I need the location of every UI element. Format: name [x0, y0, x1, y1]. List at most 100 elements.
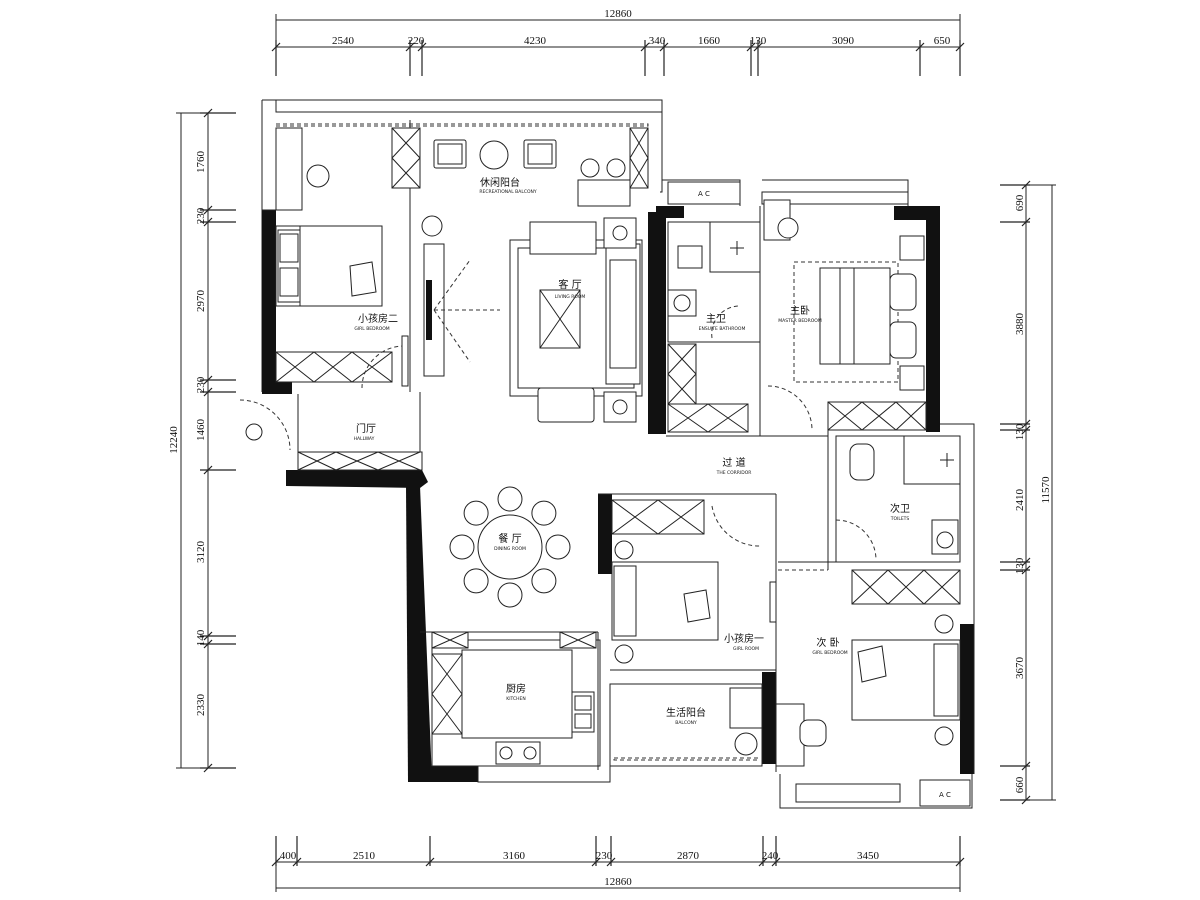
dining-chair — [531, 568, 557, 594]
right-total-dim: 11570 — [1040, 476, 1052, 504]
dining-chair — [497, 582, 523, 608]
pillow-icon — [857, 645, 887, 683]
dim-tick — [1021, 180, 1031, 190]
master-bath-label-cn: 主卫 — [706, 313, 726, 325]
dim-tick — [640, 42, 650, 52]
dining-label-en: DINING ROOM — [494, 546, 526, 552]
kid-room-1: 小孩房一 GIRL ROOM — [611, 499, 777, 664]
stool — [580, 158, 600, 178]
dim-tick — [753, 42, 763, 52]
right-dim-6: 3670 — [1014, 657, 1026, 680]
hallway-label-cn: 门厅 — [356, 422, 376, 435]
hallway-label-en: HALLWAY — [354, 436, 375, 442]
ac-unit-bottom-label: A C — [939, 791, 951, 799]
top-dimension-chain: 12860 2540 220 4230 340 1660 130 3090 65… — [271, 8, 965, 76]
kid1-label-cn: 小孩房一 — [724, 632, 764, 645]
dim-tick — [203, 217, 213, 227]
dim-tick — [746, 42, 756, 52]
dim-tick — [659, 42, 669, 52]
kitchen-label-cn: 厨房 — [506, 682, 526, 695]
kitchen-label-en: KITCHEN — [506, 696, 526, 702]
utility-balcony-label-cn: 生活阳台 — [666, 706, 706, 719]
armchair — [529, 221, 597, 255]
right-dim-1: 690 — [1014, 194, 1026, 211]
dim-tick — [758, 857, 768, 867]
round-side-table — [479, 140, 509, 170]
right-dimension-chain: 11570 690 3880 130 2410 130 3670 660 — [1000, 180, 1056, 805]
chair — [777, 217, 799, 239]
second-label-cn: 次 卧 — [816, 636, 839, 649]
living-label-cn: 客 厅 — [558, 278, 581, 291]
bed — [819, 267, 891, 365]
left-dim-7: 140 — [195, 629, 207, 646]
pillow-icon — [683, 589, 711, 623]
top-total-dim: 12860 — [604, 8, 632, 20]
stool — [606, 158, 626, 178]
utility-balcony: 生活阳台 BALCONY — [609, 683, 763, 767]
bath2-label-en: TOILETS — [890, 516, 910, 522]
left-dim-5: 1460 — [195, 419, 207, 442]
dim-tick — [771, 857, 781, 867]
bottom-dim-2: 2510 — [353, 850, 376, 862]
dim-tick — [1021, 557, 1031, 567]
top-dim-1: 2540 — [332, 35, 355, 47]
toilet — [677, 245, 703, 269]
left-dim-6: 3120 — [195, 541, 207, 564]
dim-tick — [606, 857, 616, 867]
dim-tick — [955, 857, 965, 867]
corridor: 过 道 THE CORRIDOR — [711, 456, 828, 571]
bottom-dim-4: 230 — [596, 850, 613, 862]
top-dim-4: 340 — [649, 35, 666, 47]
master-bath-label-en: ENSUITE BATHROOM — [699, 326, 746, 332]
master-bathroom: A C 主卫 ENSUITE BATHROOM — [667, 181, 761, 433]
nightstand — [899, 235, 925, 261]
dim-tick — [955, 42, 965, 52]
kid-room-2: 小孩房二 GIRL BEDROOM — [275, 127, 409, 389]
dim-tick — [203, 375, 213, 385]
dim-tick — [1021, 761, 1031, 771]
dim-tick — [915, 42, 925, 52]
ac-unit-top-label: A C — [698, 190, 710, 198]
dim-tick — [203, 387, 213, 397]
dim-tick — [591, 857, 601, 867]
bottom-dimension-chain: 400 2510 3160 230 2870 240 3450 12860 — [271, 836, 965, 892]
plant-icon — [421, 215, 443, 237]
door-lock-icon — [245, 423, 263, 441]
balcony-label-en: RECREATIONAL BALCONY — [479, 189, 537, 195]
chair — [306, 164, 330, 188]
dim-tick — [1021, 425, 1031, 435]
dim-tick — [203, 108, 213, 118]
bottom-dim-3: 3160 — [503, 850, 526, 862]
dim-tick — [425, 857, 435, 867]
dim-tick — [405, 42, 415, 52]
right-dim-2: 3880 — [1014, 313, 1026, 336]
top-dim-2: 220 — [408, 35, 425, 47]
bottom-dim-5: 2870 — [677, 850, 700, 862]
dining-chair — [463, 500, 489, 526]
nightstand — [934, 726, 954, 746]
dim-tick — [271, 42, 281, 52]
second-bathroom: 次卫 TOILETS — [835, 435, 961, 563]
top-dim-8: 650 — [934, 35, 951, 47]
dim-tick — [203, 763, 213, 773]
nightstand — [614, 644, 634, 664]
dim-tick — [203, 205, 213, 215]
top-dim-6: 130 — [750, 35, 767, 47]
dining-label-cn: 餐 厅 — [498, 532, 521, 545]
top-dim-3: 4230 — [524, 35, 547, 47]
dim-tick — [292, 857, 302, 867]
armchair — [537, 387, 595, 423]
bottom-dim-6: 240 — [762, 850, 779, 862]
left-dim-1: 1760 — [195, 151, 207, 174]
dim-tick — [1021, 565, 1031, 575]
living-label-en: LIVING ROOM — [555, 294, 586, 300]
dining-table — [477, 514, 543, 580]
chair — [799, 719, 827, 747]
master-bedroom: 主卧 MASTER BEDROOM — [761, 191, 927, 431]
right-dim-7: 660 — [1014, 776, 1026, 793]
kid2-label-en: GIRL BEDROOM — [354, 326, 389, 332]
dining-room: 餐 厅 DINING ROOM — [449, 486, 571, 608]
kitchen: 厨房 KITCHEN — [431, 631, 601, 767]
top-dim-7: 3090 — [832, 35, 855, 47]
